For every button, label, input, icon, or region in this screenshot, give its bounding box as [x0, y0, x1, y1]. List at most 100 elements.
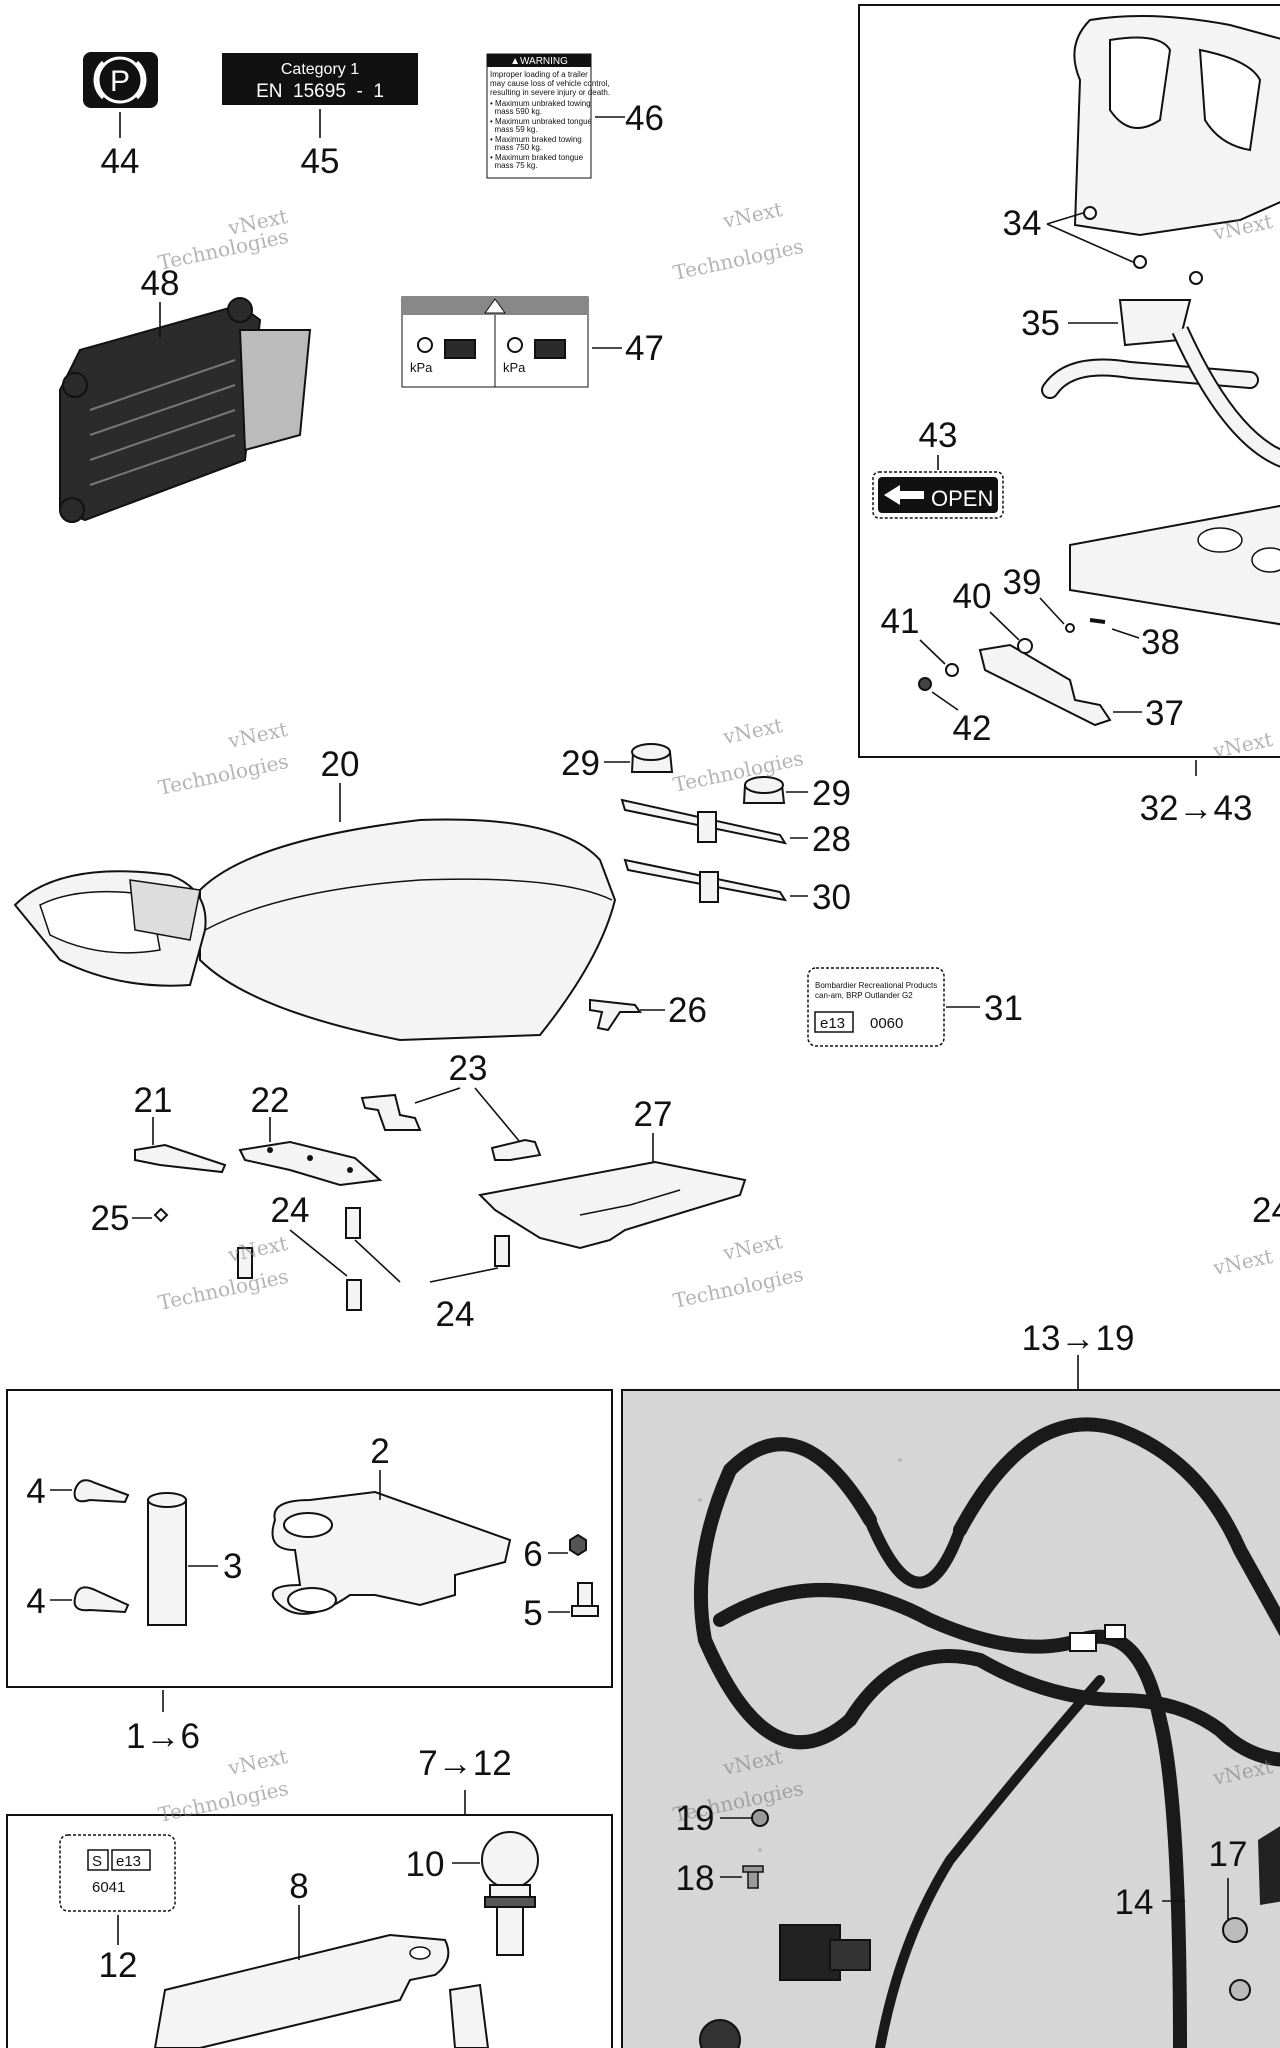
warning-line-9: mass 750 kg.: [490, 143, 542, 152]
harness-photo-frame: [621, 1389, 1280, 2048]
bolt-5: [571, 1582, 599, 1617]
callout-38: 38: [1141, 623, 1180, 662]
hardware-38-42: [918, 618, 1106, 691]
watermark-3a: vNext: [225, 717, 290, 753]
callout-1-6: 1→6: [126, 1717, 200, 1756]
category-line1: Category 1: [281, 61, 359, 78]
callout-41: 41: [881, 602, 920, 641]
hitch-plate-2: [271, 1490, 512, 1615]
warning-line-8: • Maximum braked towing: [490, 135, 582, 144]
callout-14: 14: [1115, 1883, 1154, 1922]
screws-18-19: [742, 1809, 769, 1889]
warning-line-7: mass 59 kg.: [490, 125, 538, 134]
callout-3: 3: [223, 1547, 242, 1586]
backrest-bracket-35: [1041, 299, 1280, 468]
callout-7-12: 7→12: [418, 1744, 511, 1783]
callout-26: 26: [668, 991, 707, 1030]
callout-24c: 24: [436, 1295, 475, 1334]
callout-30: 30: [812, 878, 851, 917]
callout-37: 37: [1145, 694, 1184, 733]
callout-34: 34: [1003, 204, 1042, 243]
tire-unit-1: kPa: [410, 360, 433, 375]
bracket-21: [134, 1143, 227, 1174]
watermark-4b: Technologies: [671, 746, 805, 797]
callout-20: 20: [321, 745, 360, 784]
shield-27: [477, 1160, 747, 1250]
seat-20: [13, 818, 617, 1042]
callout-18: 18: [676, 1859, 715, 1898]
callout-29a: 29: [561, 744, 600, 783]
warning-decal: ▲WARNING Improper loading of a trailer m…: [486, 53, 610, 179]
callout-4a: 4: [26, 1472, 45, 1511]
callout-21: 21: [134, 1081, 173, 1120]
callout-25: 25: [91, 1199, 130, 1238]
callout-22: 22: [251, 1081, 290, 1120]
callout-28: 28: [812, 820, 851, 859]
warning-line-5: mass 590 kg.: [490, 107, 542, 116]
callout-42: 42: [953, 709, 992, 748]
plate-s: S: [92, 1853, 102, 1870]
open-label: OPEN: [931, 486, 993, 511]
brackets-23: [360, 1093, 542, 1161]
category-line2: EN 15695 - 1: [256, 81, 384, 102]
warning-line-1: Improper loading of a trailer: [490, 70, 588, 79]
callout-24b: 24: [1252, 1191, 1280, 1230]
base-plate: [1069, 504, 1280, 626]
kit-frame-32-43: [858, 4, 1280, 758]
tire-unit-2: kPa: [503, 360, 526, 375]
callout-10: 10: [406, 1845, 445, 1884]
callout-24a: 24: [271, 1191, 310, 1230]
warning-line-4: • Maximum unbraked towing: [490, 99, 591, 108]
callout-46: 46: [625, 99, 664, 138]
watermark-3b: Technologies: [156, 749, 290, 800]
bushing-29: [630, 743, 786, 804]
callout-19: 19: [676, 1799, 715, 1838]
callout-2: 2: [370, 1432, 389, 1471]
watermark-11a: vNext: [1210, 1244, 1275, 1280]
callout-44: 44: [101, 142, 140, 181]
callout-35: 35: [1021, 304, 1060, 343]
plate-mark: e13: [116, 1853, 141, 1870]
callout-8: 8: [289, 1867, 308, 1906]
callouts: 44 45 46 48 47 34 35 43 41 40 39 38 42 3…: [26, 99, 1280, 1985]
clip-26: [589, 998, 642, 1032]
callout-6: 6: [523, 1535, 542, 1574]
watermark-7b: Technologies: [156, 1776, 290, 1827]
callout-17: 17: [1209, 1835, 1248, 1874]
warning-line-2: may cause loss of vehicle control,: [490, 79, 610, 88]
fasteners-34: [1083, 206, 1203, 285]
category-decal: Category 1 EN 15695 - 1: [222, 53, 418, 105]
watermark-7a: vNext: [225, 1744, 290, 1780]
callout-13-19: 13→19: [1022, 1319, 1135, 1358]
bracket-22: [238, 1140, 383, 1187]
watermark-4a: vNext: [720, 713, 785, 749]
kit-frame-1-6: [6, 1389, 613, 1688]
callout-23: 23: [449, 1049, 488, 1088]
brp-mark: e13: [820, 1015, 845, 1032]
callout-31: 31: [984, 989, 1023, 1028]
warning-title: ▲WARNING: [510, 56, 568, 67]
callout-5: 5: [523, 1594, 542, 1633]
warning-line-10: • Maximum braked tongue: [490, 153, 584, 162]
brp-line1: Bombardier Recreational Products: [815, 981, 937, 990]
watermark-2a: vNext: [720, 197, 785, 233]
nut-6: [569, 1533, 587, 1557]
callout-45: 45: [301, 142, 340, 181]
callout-43: 43: [919, 416, 958, 455]
plate-code: 6041: [92, 1879, 125, 1896]
callout-40: 40: [953, 577, 992, 616]
callout-32-43: 32→43: [1140, 789, 1253, 828]
callout-39: 39: [1003, 563, 1042, 602]
kit-frame-7-12: [6, 1814, 613, 2048]
brp-code: 0060: [870, 1015, 903, 1032]
watermark-5b: Technologies: [156, 1264, 290, 1315]
bracket-37: [978, 643, 1112, 727]
brp-line2: can-am, BRP Outlander G2: [815, 991, 913, 1000]
watermark-2b: Technologies: [671, 234, 805, 285]
watermark-6a: vNext: [720, 1229, 785, 1265]
callout-4b: 4: [26, 1582, 45, 1621]
warning-line-6: • Maximum unbraked tongue: [490, 117, 593, 126]
callout-12: 12: [99, 1946, 138, 1985]
parking-symbol: P: [110, 65, 130, 98]
spacers-24: [237, 1207, 510, 1311]
